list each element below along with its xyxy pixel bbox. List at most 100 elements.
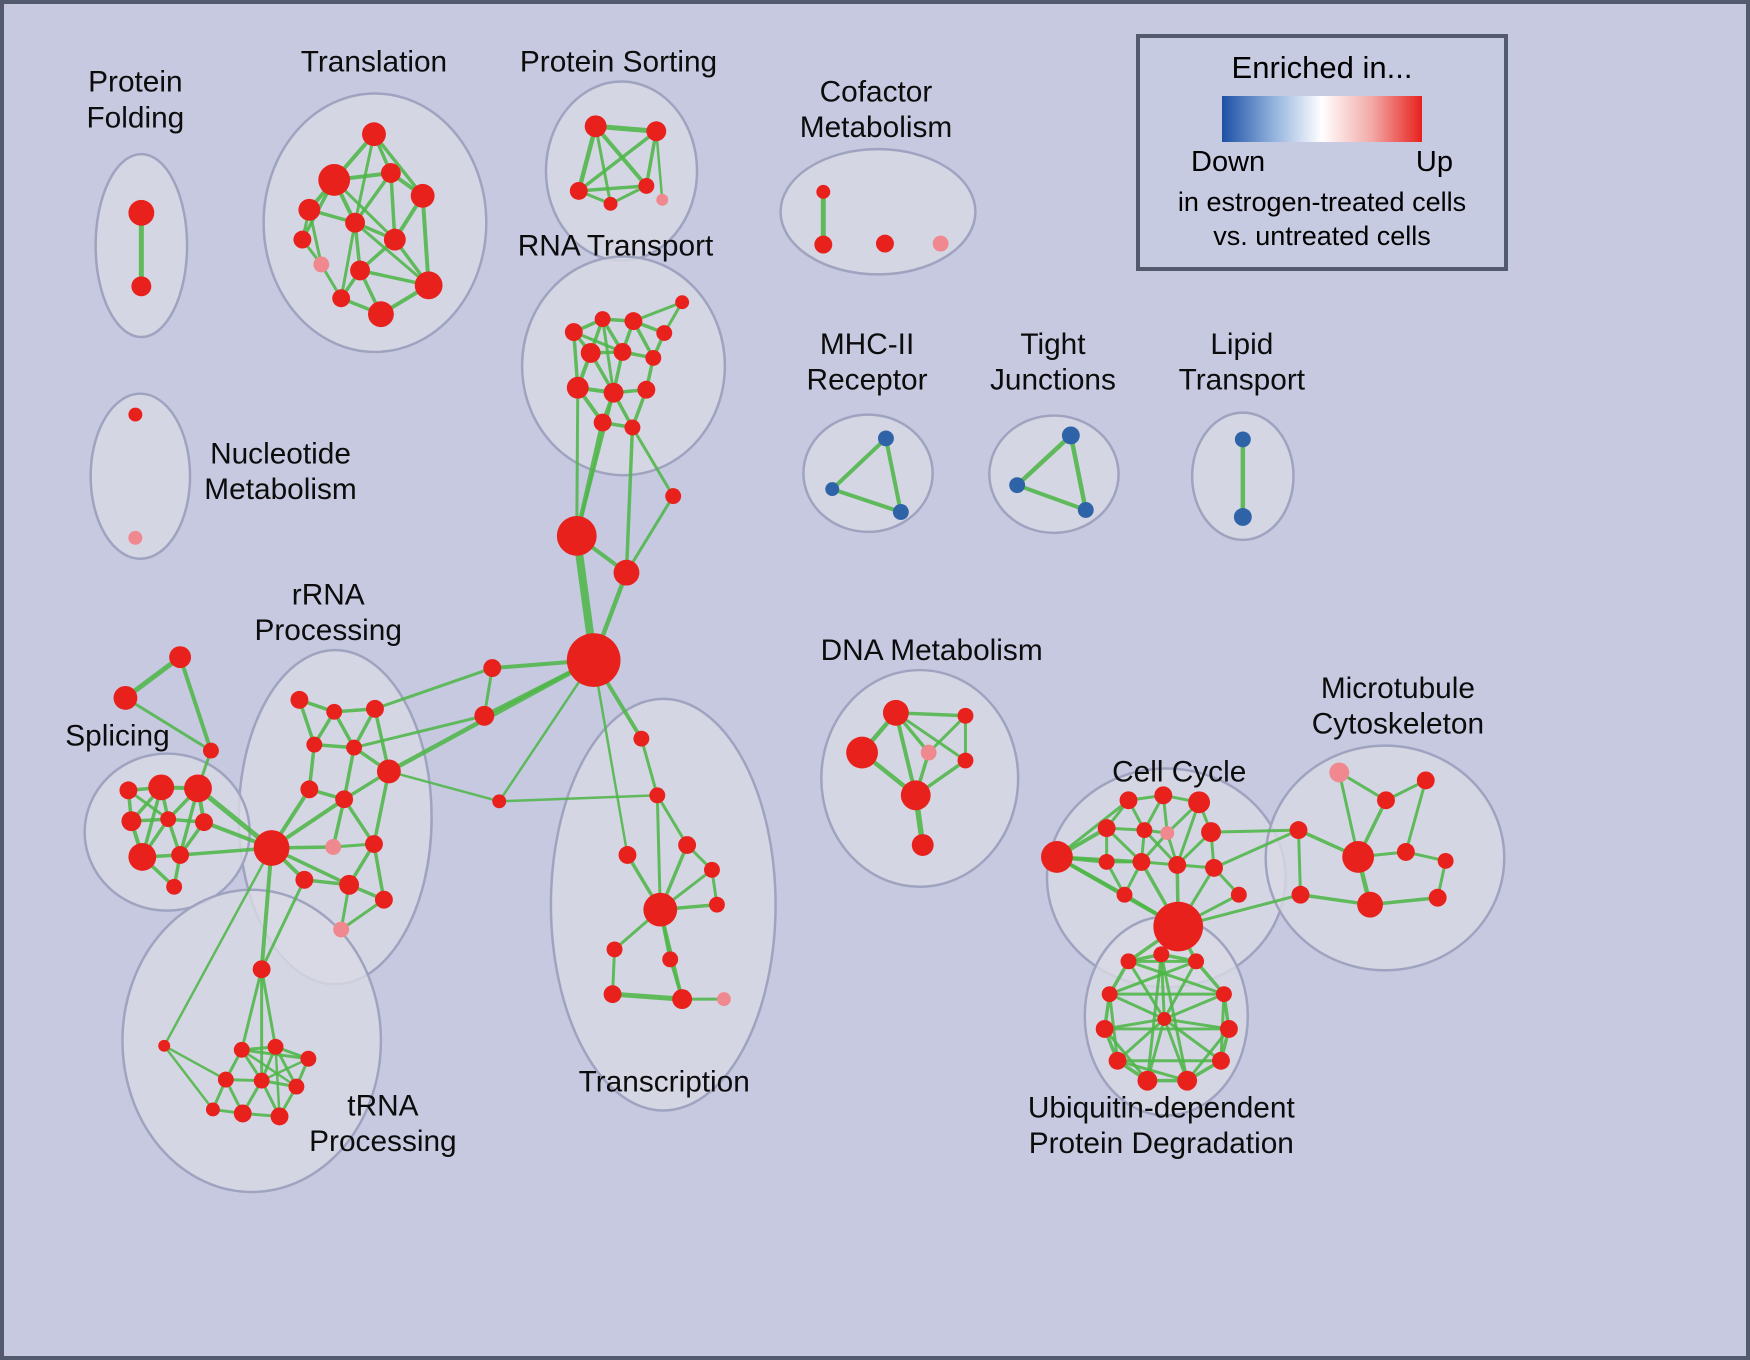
network-node-rr10[interactable] (365, 835, 383, 853)
network-node-tn9[interactable] (205, 1102, 220, 1117)
network-node-rr12[interactable] (339, 874, 360, 895)
network-node-cch[interactable] (1153, 901, 1204, 952)
network-node-tns[interactable] (158, 1039, 171, 1052)
network-node-tn1[interactable] (233, 1041, 250, 1058)
network-node-rt3[interactable] (624, 312, 643, 331)
network-node-cn2[interactable] (613, 559, 640, 586)
network-node-tn6[interactable] (288, 1078, 305, 1095)
network-node-ps1[interactable] (584, 115, 607, 138)
network-node-ub6[interactable] (1095, 1019, 1114, 1038)
network-node-rr6[interactable] (376, 759, 401, 784)
network-node-tr3[interactable] (202, 742, 219, 759)
network-node-rt12[interactable] (624, 419, 641, 436)
network-node-mt4[interactable] (1289, 821, 1308, 840)
network-node-mt1[interactable] (1329, 762, 1350, 783)
network-node-sp5[interactable] (160, 811, 177, 828)
network-node-cn1[interactable] (665, 488, 682, 505)
network-node-hub1[interactable] (556, 515, 597, 556)
network-node-cc1[interactable] (1119, 791, 1138, 810)
network-node-rr4[interactable] (306, 736, 323, 753)
network-node-ub2[interactable] (1153, 946, 1170, 963)
network-node-cc2[interactable] (1154, 786, 1173, 805)
network-node-cc5[interactable] (1136, 822, 1153, 839)
network-node-t10[interactable] (414, 271, 443, 300)
network-node-rt6[interactable] (613, 342, 632, 361)
network-node-t4[interactable] (380, 163, 401, 183)
network-node-tn3[interactable] (300, 1050, 317, 1067)
network-node-rt9[interactable] (603, 382, 624, 403)
network-node-t3[interactable] (298, 198, 321, 221)
network-node-tn8[interactable] (270, 1107, 289, 1126)
network-node-tc11[interactable] (716, 992, 731, 1007)
network-node-dm5[interactable] (957, 752, 974, 769)
network-node-rr5[interactable] (346, 739, 363, 756)
network-node-rrh[interactable] (253, 830, 290, 866)
network-node-sp3[interactable] (184, 774, 212, 803)
network-node-ccl[interactable] (1041, 841, 1073, 873)
network-node-tch[interactable] (643, 892, 678, 927)
network-node-tn5[interactable] (253, 1072, 270, 1089)
network-node-mh2[interactable] (825, 482, 840, 497)
network-node-ps5[interactable] (603, 196, 618, 211)
network-node-t11[interactable] (368, 301, 394, 328)
network-node-ub9[interactable] (1212, 1051, 1230, 1070)
network-node-t7[interactable] (383, 228, 406, 251)
network-node-ps6[interactable] (656, 193, 669, 206)
network-node-rt7[interactable] (645, 349, 662, 366)
network-node-tnt[interactable] (252, 960, 271, 979)
network-node-mt2[interactable] (1377, 791, 1395, 810)
network-node-t13[interactable] (293, 230, 312, 249)
network-node-cc9[interactable] (1132, 852, 1151, 871)
network-node-mt6[interactable] (1396, 843, 1415, 861)
network-node-ps3[interactable] (569, 181, 588, 200)
network-node-pf1[interactable] (128, 199, 155, 226)
network-node-cc10[interactable] (1168, 855, 1187, 874)
network-node-tj2[interactable] (1009, 477, 1026, 494)
network-node-t9[interactable] (350, 260, 370, 281)
network-node-mt9[interactable] (1428, 888, 1447, 907)
network-node-mh3[interactable] (892, 504, 909, 520)
network-node-ub8[interactable] (1108, 1051, 1127, 1070)
network-node-cc6[interactable] (1160, 826, 1175, 841)
network-node-lp2[interactable] (1233, 508, 1252, 526)
network-node-tn7[interactable] (233, 1104, 252, 1123)
network-node-mt10[interactable] (1437, 852, 1454, 869)
network-node-cc7[interactable] (1201, 822, 1221, 843)
network-node-rr11[interactable] (295, 870, 314, 889)
network-node-tr1[interactable] (169, 646, 192, 669)
network-node-rt4[interactable] (656, 325, 673, 342)
network-node-ub3[interactable] (1188, 953, 1205, 970)
network-node-rt13[interactable] (675, 295, 690, 310)
network-node-tj1[interactable] (1061, 426, 1080, 445)
network-node-rr7[interactable] (300, 780, 319, 799)
network-node-t5[interactable] (410, 183, 435, 208)
network-node-tc7[interactable] (606, 941, 623, 958)
network-node-mt8[interactable] (1357, 891, 1383, 918)
network-node-ub11[interactable] (1177, 1070, 1198, 1091)
network-node-sp1[interactable] (119, 781, 138, 800)
network-node-cc12[interactable] (1116, 886, 1133, 903)
network-node-sp4[interactable] (121, 811, 142, 832)
network-node-tc8[interactable] (662, 951, 679, 968)
network-node-ub5[interactable] (1215, 986, 1232, 1003)
network-node-sp6[interactable] (195, 813, 213, 832)
network-node-rt11[interactable] (593, 413, 612, 432)
network-node-c1[interactable] (492, 794, 507, 809)
network-node-mh1[interactable] (877, 430, 894, 447)
network-node-ub7[interactable] (1219, 1019, 1238, 1038)
network-node-cc13[interactable] (1230, 886, 1247, 903)
network-node-mt3[interactable] (1416, 771, 1435, 790)
network-node-tc5[interactable] (704, 861, 720, 878)
network-node-dm3[interactable] (846, 736, 878, 769)
network-node-tj3[interactable] (1077, 502, 1094, 518)
network-node-t6[interactable] (345, 212, 366, 233)
network-node-tc3[interactable] (678, 836, 697, 854)
network-node-rt5[interactable] (580, 342, 601, 363)
network-node-tc9[interactable] (603, 985, 622, 1004)
network-node-tn2[interactable] (267, 1038, 284, 1055)
network-node-t12[interactable] (332, 289, 351, 308)
network-node-tr2[interactable] (113, 685, 138, 710)
network-node-rt2[interactable] (594, 311, 611, 328)
network-node-ub10[interactable] (1137, 1070, 1158, 1091)
network-node-tc6[interactable] (708, 896, 725, 913)
